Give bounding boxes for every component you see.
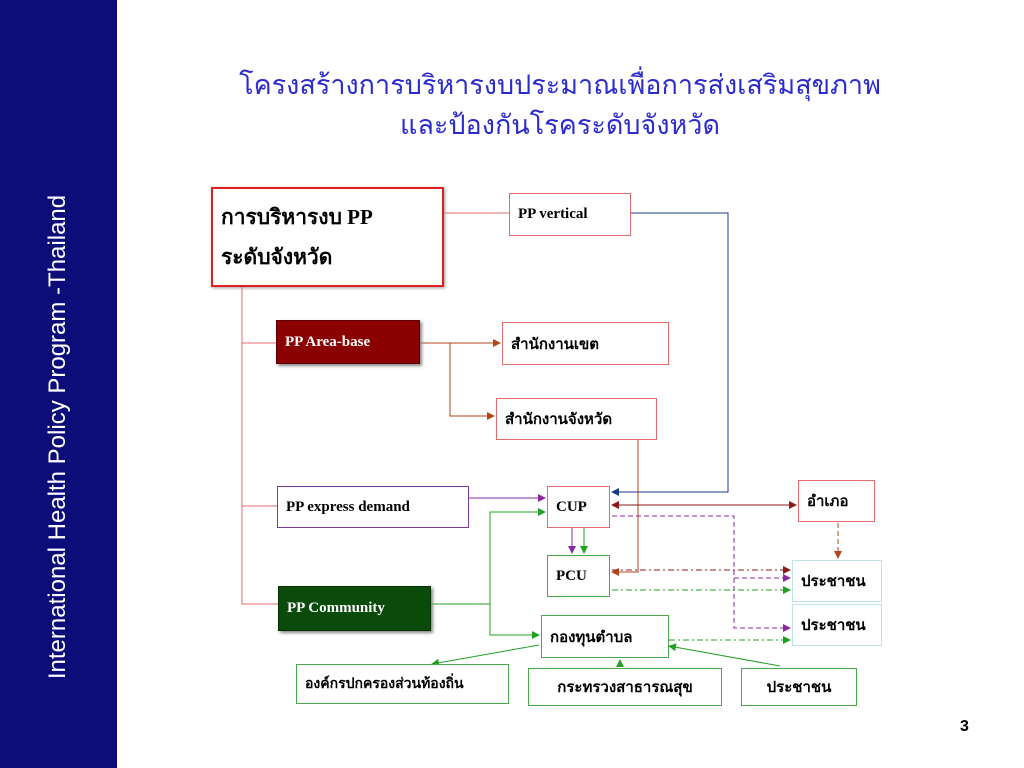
node-pp-express-demand: PP express demand bbox=[277, 486, 469, 528]
slide-title-line-1: โครงสร้างการบริหารงบประมาณเพื่อการส่งเสร… bbox=[239, 70, 881, 101]
connector-cup-to-people-2 bbox=[612, 515, 791, 632]
page-number: 3 bbox=[960, 718, 969, 735]
connector-community-to-cup bbox=[489, 508, 546, 604]
node-pp-vertical: PP vertical bbox=[509, 193, 631, 236]
node-local-government: องค์กรปกครองส่วนท้องถิ่น bbox=[296, 664, 509, 704]
node-pp-area-base: PP Area-base bbox=[276, 320, 420, 364]
node-regional-office: สำนักงานเขต bbox=[502, 322, 669, 365]
connector-area-base-to-provincial bbox=[449, 343, 495, 420]
node-pcu: PCU bbox=[547, 555, 610, 597]
connector-pp-vertical-to-cup bbox=[611, 212, 729, 496]
node-tambon-fund: กองทุนตำบล bbox=[541, 615, 669, 658]
node-ministry-of-health: กระทรวงสาธารณสุข bbox=[528, 668, 722, 706]
node-people-1: ประชาชน bbox=[792, 560, 882, 602]
node-pp-community: PP Community bbox=[278, 586, 431, 631]
connector-left-spine bbox=[241, 287, 278, 605]
node-provincial-office: สำนักงานจังหวัด bbox=[496, 398, 657, 440]
node-provincial-pp-management: การบริหารงบ PP ระดับจังหวัด bbox=[211, 187, 444, 287]
node-district: อำเภอ bbox=[798, 480, 875, 522]
slide-title-line-2: และป้องกันโรคระดับจังหวัด bbox=[399, 110, 721, 141]
node-provincial-pp-management-line-1: การบริหารงบ PP bbox=[221, 205, 373, 229]
slide-title: โครงสร้างการบริหารงบประมาณเพื่อการส่งเสร… bbox=[160, 66, 960, 146]
node-cup: CUP bbox=[547, 486, 610, 528]
node-provincial-pp-management-line-2: ระดับจังหวัด bbox=[221, 245, 333, 269]
sidebar: International Health Policy Program -Tha… bbox=[0, 0, 117, 768]
connector-provincial-to-pcu bbox=[611, 440, 639, 576]
connector-community-to-fund bbox=[489, 604, 540, 639]
node-people-2: ประชาชน bbox=[792, 604, 882, 646]
connector-local-gov-to-fund bbox=[431, 644, 540, 667]
node-people-3: ประชาชน bbox=[741, 668, 857, 706]
connector-people-to-fund bbox=[668, 643, 781, 667]
